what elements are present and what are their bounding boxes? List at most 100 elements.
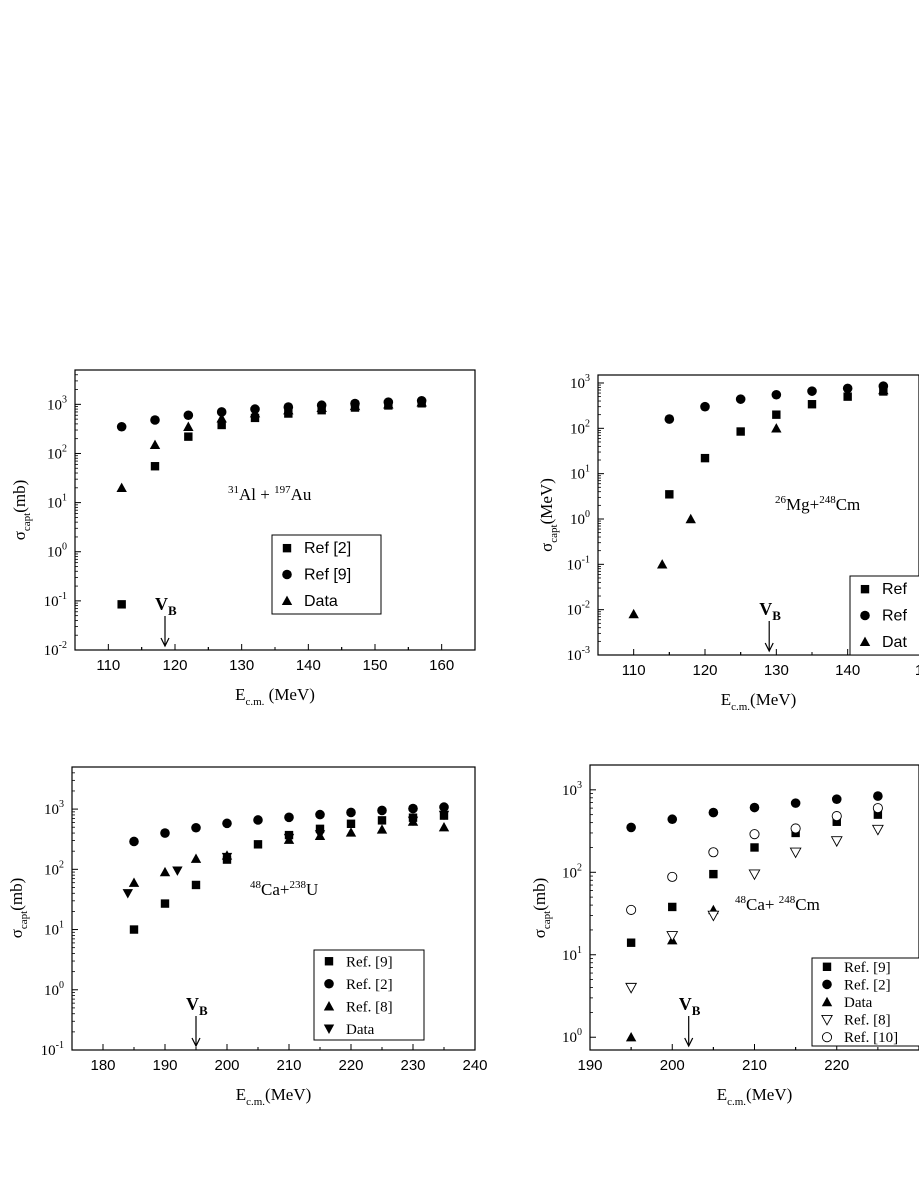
x-axis-label: Ec.m.(MeV) bbox=[721, 690, 797, 713]
data-point-triangle-down bbox=[438, 810, 450, 821]
x-tick-label: 160 bbox=[429, 657, 454, 674]
data-point-square bbox=[709, 869, 718, 879]
x-tick-label: 140 bbox=[296, 657, 321, 674]
legend-marker bbox=[860, 610, 870, 621]
x-axis-label: Ec.m. (MeV) bbox=[235, 685, 315, 708]
legend-label: Data bbox=[844, 995, 873, 1011]
data-point-triangle-up bbox=[183, 421, 194, 431]
data-point-circle bbox=[191, 822, 201, 833]
data-point-circle bbox=[408, 803, 418, 814]
y-tick-label: 101 bbox=[47, 493, 67, 512]
data-point-open-circle bbox=[626, 904, 637, 915]
data-point-triangle-up bbox=[345, 827, 357, 837]
legend-label: Ref. [10] bbox=[844, 1030, 898, 1046]
data-point-circle bbox=[216, 407, 227, 417]
barrier-arrow bbox=[191, 1016, 201, 1048]
data-point-open-triangle-down bbox=[789, 847, 802, 859]
x-tick-label: 140 bbox=[835, 662, 860, 679]
data-point-circle bbox=[831, 794, 842, 804]
data-point-square bbox=[250, 413, 260, 423]
data-point-circle bbox=[667, 814, 678, 825]
legend-label: Ref. [8] bbox=[346, 999, 393, 1015]
data-point-open-circle bbox=[872, 803, 883, 814]
legend-marker bbox=[822, 979, 832, 990]
y-tick-label: 10-3 bbox=[567, 645, 590, 664]
barrier-label: VB bbox=[679, 994, 701, 1018]
legend-marker bbox=[323, 1024, 335, 1034]
reaction-label: 26Mg+248Cm bbox=[775, 494, 860, 514]
data-point-open-circle bbox=[831, 811, 842, 822]
y-tick-label: 10-1 bbox=[567, 554, 590, 573]
legend-marker bbox=[860, 584, 870, 594]
plot-frame bbox=[597, 374, 919, 656]
data-point-square bbox=[832, 817, 841, 826]
x-tick-label: 190 bbox=[577, 1057, 602, 1074]
y-tick-label: 102 bbox=[47, 443, 67, 462]
legend-marker bbox=[822, 962, 832, 971]
data-points bbox=[628, 381, 889, 619]
data-point-triangle-down bbox=[122, 889, 133, 899]
data-point-open-circle bbox=[749, 829, 760, 840]
data-point-circle bbox=[439, 802, 449, 812]
x-axis-label: Ec.m.(MeV) bbox=[236, 1085, 312, 1108]
legend-label: Ref bbox=[882, 581, 907, 598]
x-tick-label: 200 bbox=[660, 1057, 685, 1074]
data-point-circle bbox=[626, 822, 636, 833]
legend-label: Ref. [8] bbox=[844, 1013, 891, 1029]
reaction-label: 48Ca+ 248Cm bbox=[735, 894, 820, 914]
data-point-open-circle bbox=[790, 823, 801, 834]
data-point-circle bbox=[664, 414, 675, 424]
x-tick-label: 130 bbox=[229, 657, 254, 674]
data-point-circle bbox=[129, 836, 139, 847]
data-point-triangle-up bbox=[657, 559, 668, 569]
y-tick-label: 10-1 bbox=[41, 1040, 64, 1059]
legend-marker bbox=[324, 957, 334, 966]
data-point-circle bbox=[735, 394, 746, 404]
legend-label: Ref. [2] bbox=[346, 977, 393, 993]
data-point-square bbox=[191, 880, 201, 890]
legend: Ref [2]Ref [9]Data bbox=[271, 534, 382, 615]
legend-marker bbox=[324, 978, 334, 989]
data-point-square bbox=[315, 824, 325, 834]
data-point-triangle-up bbox=[190, 853, 202, 863]
barrier-label: VB bbox=[759, 599, 781, 623]
x-tick-label: 190 bbox=[152, 1057, 177, 1074]
data-point-triangle-up bbox=[416, 397, 427, 407]
legend-label: Data bbox=[346, 1022, 375, 1038]
data-point-circle bbox=[222, 818, 232, 829]
data-point-triangle-up bbox=[376, 824, 388, 834]
data-point-square bbox=[750, 843, 759, 852]
data-point-triangle-up bbox=[685, 513, 696, 524]
barrier-label: VB bbox=[186, 994, 208, 1018]
data-point-triangle-up bbox=[283, 404, 294, 415]
data-point-circle bbox=[377, 805, 387, 816]
data-point-square bbox=[129, 925, 139, 934]
data-point-square bbox=[668, 902, 677, 912]
legend-label: Ref. [2] bbox=[844, 977, 891, 993]
x-tick-label: 110 bbox=[96, 657, 120, 674]
data-point-triangle-down bbox=[283, 833, 295, 844]
data-point-triangle-up bbox=[383, 399, 394, 409]
x-axis-label: Ec.m.(MeV) bbox=[717, 1085, 793, 1108]
legend: Ref. [9]Ref. [2]Ref. [8]Data bbox=[313, 949, 425, 1041]
data-point-circle bbox=[807, 386, 817, 396]
legend-marker bbox=[821, 1032, 833, 1043]
data-point-triangle-up bbox=[628, 608, 639, 619]
barrier-arrow bbox=[160, 616, 170, 648]
y-tick-label: 10-2 bbox=[567, 600, 590, 619]
y-tick-label: 103 bbox=[562, 780, 582, 799]
x-tick-label: 240 bbox=[462, 1057, 487, 1074]
y-tick-label: 101 bbox=[44, 920, 64, 939]
data-point-square bbox=[160, 899, 170, 908]
y-tick-label: 10-1 bbox=[44, 591, 67, 610]
x-tick-label: 210 bbox=[742, 1057, 767, 1074]
y-tick-label: 101 bbox=[562, 945, 582, 964]
data-point-square bbox=[873, 810, 883, 819]
data-point-square bbox=[772, 410, 781, 419]
data-point-open-circle bbox=[708, 847, 719, 858]
data-point-square bbox=[626, 938, 636, 947]
data-point-circle bbox=[790, 798, 801, 808]
